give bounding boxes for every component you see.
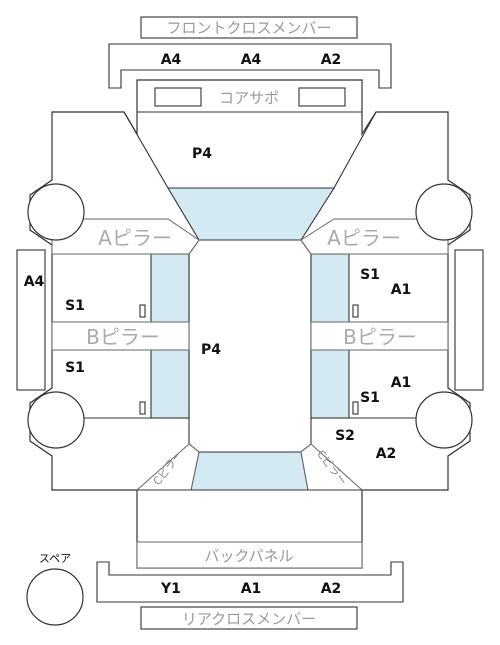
door-handle-left-front	[139, 304, 146, 318]
b-pillar-left-label: Bピラー	[86, 325, 160, 349]
rear-bracket	[96, 561, 404, 603]
spare-tire	[26, 568, 84, 626]
door-handle-left-rear	[139, 401, 146, 415]
top-code-3: A2	[321, 52, 342, 68]
core-support-slot-right	[298, 87, 346, 107]
wheel-front-right	[415, 183, 473, 241]
b-pillar-left-band	[51, 321, 190, 351]
rear-cross-member-label: リアクロスメンバー	[182, 610, 316, 628]
label-p4-center: P4	[201, 342, 221, 358]
a-pillar-left-label: Aピラー	[98, 226, 172, 250]
a-pillar-left-band	[51, 218, 200, 255]
core-support-label: コアサポ	[219, 89, 279, 107]
back-panel-strip	[136, 541, 363, 569]
front-cross-member-label: フロントクロスメンバー	[166, 19, 331, 37]
a-pillar-right-label: Aピラー	[327, 226, 401, 250]
spare-label: スペア	[39, 552, 71, 565]
label-right-a2: A2	[376, 446, 397, 462]
wheel-front-left	[27, 183, 85, 241]
b-pillar-right-label: Bピラー	[343, 325, 417, 349]
front-bracket	[108, 43, 392, 89]
back-panel-label: バックパネル	[204, 547, 293, 565]
top-code-1: A4	[161, 52, 182, 68]
wheel-rear-left	[27, 391, 85, 449]
rear-window	[190, 451, 309, 491]
label-left-s1-upper: S1	[65, 298, 85, 314]
label-right-a1-upper: A1	[391, 282, 412, 298]
rear-cross-member-box	[140, 606, 358, 630]
label-p4-upper: P4	[192, 146, 212, 162]
door-handle-right-front	[352, 304, 359, 318]
b-pillar-right-band	[310, 321, 449, 351]
wheel-rear-right	[415, 391, 473, 449]
a-pillar-left-diagonal	[123, 111, 169, 189]
label-right-s1-upper: S1	[360, 267, 380, 283]
door-handle-right-rear	[352, 401, 359, 415]
label-right-s1-lower: S1	[360, 390, 380, 406]
bottom-code-1: Y1	[160, 581, 181, 597]
a-pillar-right-diagonal	[333, 111, 377, 189]
bottom-code-3: A2	[321, 581, 342, 597]
label-left-s1-lower: S1	[65, 360, 85, 376]
bottom-code-2: A1	[241, 581, 262, 597]
label-left-a4: A4	[24, 274, 45, 290]
left-side-step	[16, 249, 46, 391]
right-side-step	[454, 249, 484, 391]
front-cross-member-box	[140, 16, 358, 39]
label-right-a1-lower: A1	[391, 375, 412, 391]
top-code-2: A4	[241, 52, 262, 68]
core-support-slot-left	[154, 87, 202, 107]
label-right-s2: S2	[335, 428, 355, 444]
